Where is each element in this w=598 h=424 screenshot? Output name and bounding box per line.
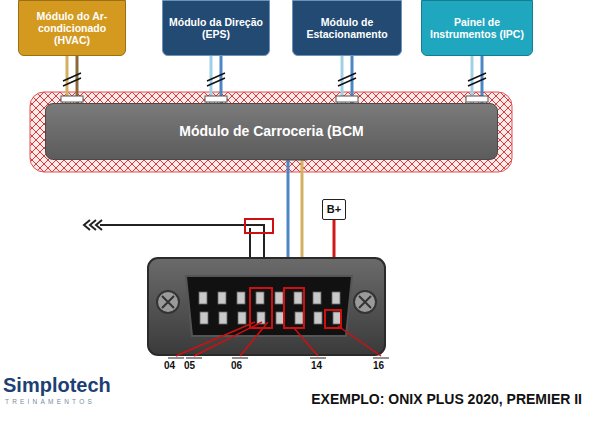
pin	[238, 312, 246, 324]
screw	[157, 291, 179, 313]
node-label: Módulo do Ar-condicionado (HVAC)	[23, 10, 121, 46]
pin	[256, 292, 264, 304]
pin	[218, 292, 226, 304]
module-box: Módulo do Ar-condicionado (HVAC)	[18, 0, 126, 56]
logo-subtext: TREINAMENTOS	[5, 398, 95, 405]
twist-mark	[338, 73, 356, 86]
splice-mark	[61, 96, 83, 102]
screw-slot	[359, 296, 371, 308]
obd-connector-body	[148, 258, 385, 355]
leader-line	[240, 322, 268, 356]
pin	[200, 312, 208, 324]
twist-mark	[468, 73, 486, 86]
pin	[295, 312, 303, 324]
pin-number: 14	[311, 360, 322, 371]
highlight	[325, 310, 341, 328]
pin	[332, 292, 340, 304]
screw	[354, 291, 376, 313]
node-label: Módulo de Estacionamento	[297, 16, 397, 40]
leader-line	[338, 326, 381, 356]
pin-number: 05	[184, 360, 195, 371]
pin-number: 16	[373, 360, 384, 371]
pin	[199, 292, 207, 304]
caption: EXEMPLO: ONIX PLUS 2020, PREMIER II	[311, 391, 582, 407]
tick	[168, 358, 389, 359]
node-label: Módulo de Carroceria (BCM	[179, 123, 363, 139]
node-label: B+	[327, 203, 341, 216]
arrow-chevrons	[84, 220, 102, 230]
power-box: B+	[322, 199, 346, 220]
pin-number: 04	[164, 360, 175, 371]
node-label: Painel de Instrumentos (IPC)	[426, 16, 528, 40]
splice-mark	[336, 96, 358, 102]
obd-socket	[186, 276, 352, 336]
pin	[294, 292, 302, 304]
splice-mark	[466, 96, 488, 102]
bcm-box: Módulo de Carroceria (BCM	[45, 103, 498, 160]
pin	[219, 312, 227, 324]
highlight	[245, 219, 273, 233]
leader-line	[194, 322, 262, 356]
splice-mark	[205, 96, 227, 102]
module-box: Módulo de Estacionamento	[292, 0, 402, 56]
pin	[314, 312, 322, 324]
module-box: Módulo da Direção (EPS)	[162, 0, 270, 56]
highlight	[284, 288, 304, 328]
leader-line	[176, 322, 255, 356]
module-box: Painel de Instrumentos (IPC)	[421, 0, 533, 56]
node-label: Módulo da Direção (EPS)	[167, 16, 265, 40]
pin	[275, 292, 283, 304]
pin-number: 06	[231, 360, 242, 371]
twist-mark	[207, 73, 225, 86]
shield-band	[30, 92, 512, 172]
logo-text: Simplotech	[3, 374, 111, 397]
screw-slot	[162, 296, 174, 308]
pin	[276, 312, 284, 324]
leader-line	[294, 328, 318, 356]
pin	[313, 292, 321, 304]
pin	[333, 312, 341, 324]
twist-mark	[63, 73, 81, 86]
pin	[237, 292, 245, 304]
